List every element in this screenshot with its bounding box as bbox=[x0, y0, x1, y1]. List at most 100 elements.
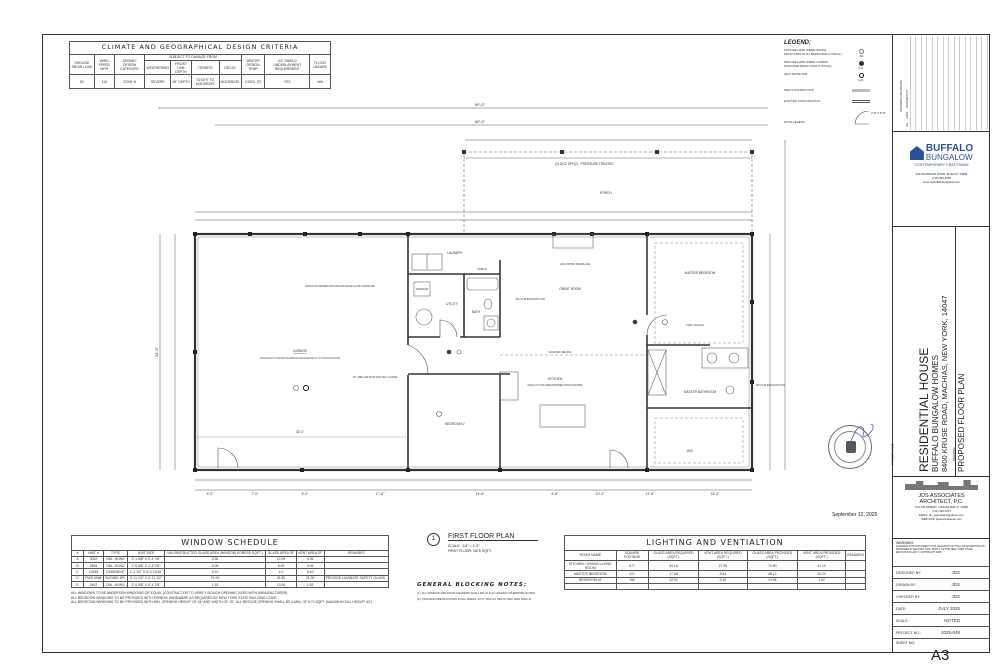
table-cell bbox=[323, 580, 390, 589]
lighting-header: VENT AREA PROVIDED (SQFT.) bbox=[796, 549, 847, 561]
table-cell: PROVIDE LAMINATE SAFETY GLASS bbox=[323, 574, 390, 582]
table-cell bbox=[698, 582, 748, 591]
lighting-header: REMARKS bbox=[845, 549, 866, 561]
kitchen-note: KITCHEN LAYOUT TO BE COORDINATED BETWEEN… bbox=[528, 383, 583, 387]
table-cell bbox=[845, 582, 866, 591]
table-cell: 8.84 bbox=[698, 570, 748, 578]
table-cell: 3'-5 5/8" X 5'-4 7/8" bbox=[126, 580, 165, 589]
field-value: NOTED bbox=[944, 618, 960, 623]
room-label-linens: LINENS bbox=[477, 267, 487, 271]
window-tag: A bbox=[71, 555, 84, 564]
blocking-note: (1.) ALL WINDOW AND DOOR HEADERS SHALL B… bbox=[417, 591, 536, 595]
fireplace-label: GAS OR BIO FIREPLACE bbox=[560, 262, 591, 266]
wall-posts bbox=[193, 232, 754, 472]
lighting-header: SQUARE FOOTAGE bbox=[615, 549, 649, 561]
table-cell: 54.16 bbox=[647, 559, 700, 572]
sheet-label: SHEET NO. bbox=[896, 641, 916, 645]
window-schedule-title: WINDOW SCHEDULE bbox=[71, 535, 389, 551]
table-cell: 12.09 bbox=[265, 555, 297, 564]
legend-label: EXISTING CONSTRUCTION bbox=[784, 98, 821, 103]
legend-title: LEGEND: bbox=[784, 40, 811, 46]
climate-value: 48" DEPTH bbox=[170, 74, 192, 90]
project-client: BUFFALO BUNGALOW HOMES bbox=[931, 355, 940, 472]
climate-value: MODERATE bbox=[218, 74, 242, 90]
window-note: ALL WINDOWS TO BE ANDERSEN WINDOWS OR EQ… bbox=[71, 591, 288, 596]
dim: 10'-3" bbox=[596, 492, 606, 496]
window-tag: E bbox=[71, 580, 84, 589]
toilet bbox=[483, 298, 493, 310]
logo-text: BUNGALOW bbox=[925, 153, 973, 162]
window-schedule-header: REMARKS bbox=[323, 549, 390, 557]
field-value: JDS bbox=[951, 594, 960, 599]
interior-walls bbox=[407, 236, 752, 468]
lighting-header: GLASS AREA PROVIDED (SQFT.) bbox=[746, 549, 798, 561]
water-heater bbox=[415, 308, 433, 326]
climate-header: FROST LINE DEPTH bbox=[170, 60, 192, 76]
vaulted-ceiling-label: VAULTED CEILING bbox=[549, 350, 572, 354]
exhaust-fan-label: 100 CFM EXHAUST FAN bbox=[515, 297, 544, 301]
title-block: DRAWING REVISIONS NO. DATE DESCRIPTION B… bbox=[890, 34, 990, 664]
table-cell: 26.20 bbox=[796, 570, 847, 578]
table-cell bbox=[845, 576, 866, 584]
house-logo-icon bbox=[909, 146, 924, 160]
bathtub bbox=[466, 277, 499, 291]
climate-value: 4 DEG. (F) bbox=[240, 74, 266, 90]
room-label-wic: WIC bbox=[687, 449, 694, 453]
table-cell: 27.08 bbox=[698, 559, 748, 572]
detectors bbox=[293, 319, 668, 417]
field-label: SCALE: bbox=[896, 618, 909, 623]
legend-label: PROVIDE HARD WIRED SMOKE DETECTORS IN AL… bbox=[784, 48, 842, 56]
fire-door-note: 1/2" LABEL FIRE DOOR WITH SELF CLOSURE bbox=[353, 375, 398, 379]
title-block-field: DATE:JULY 2025 bbox=[893, 603, 990, 615]
porch-label: PORCH bbox=[600, 191, 612, 195]
porch-beam-label: (3) 2x12 SPF(2) - PRESSURE TREATED bbox=[555, 162, 614, 166]
plan-scale: SCALE : 1/4" = 1'-0" bbox=[448, 544, 480, 548]
plan-area: FIRST FLOOR: 1676 SQFT. bbox=[448, 549, 492, 553]
lighting-title: LIGHTING AND VENTIALTION bbox=[564, 535, 866, 551]
dimension-lines bbox=[158, 107, 786, 491]
sheet-border bbox=[42, 34, 990, 653]
room-label-master-bedroom: MASTER BEDROOM bbox=[685, 271, 716, 275]
room-label-bath: BATH bbox=[472, 310, 481, 314]
table-cell bbox=[323, 568, 390, 576]
plan-number-circle: 1 bbox=[427, 533, 440, 546]
fixtures bbox=[411, 233, 749, 428]
company-web: www.mybuffalobungalow.com bbox=[923, 180, 960, 184]
table-cell: DBL. HUNG bbox=[102, 580, 128, 589]
window-schedule-header: # bbox=[71, 549, 84, 557]
project-title: RESIDENTIAL HOUSE bbox=[917, 347, 931, 472]
blocking-note: (2.) PROVIDE FIRE BLOCKING IN ALL AREAS,… bbox=[417, 596, 532, 601]
revision-col-no: NO. bbox=[906, 122, 909, 127]
architect-email: EMAIL: jds_associates@yahoo.com bbox=[919, 513, 964, 517]
climate-header: DECAY bbox=[218, 60, 242, 76]
sheet-number-block: SHEET NO. A3 bbox=[893, 639, 990, 669]
architect-phone: (716) 392-6747 bbox=[931, 509, 952, 513]
company-address: 549 WHISPEAR ROAD, ELMA NY 14059 bbox=[915, 172, 968, 176]
toilet bbox=[725, 385, 735, 395]
dim: 5'-0" bbox=[207, 492, 215, 496]
table-cell bbox=[323, 562, 390, 570]
room-label-laundry: LAUNDRY bbox=[447, 251, 463, 255]
kitchen-island bbox=[539, 404, 586, 428]
table-cell: 1.52 bbox=[295, 580, 325, 589]
drawing-date: September 12, 2025 bbox=[832, 512, 878, 518]
company-logo-block: BUFFALO BUNGALOW CONTEMPORARY CRAFTSMAN … bbox=[893, 132, 990, 227]
room-label-great-room: GREAT ROOM bbox=[559, 287, 581, 291]
table-cell: 74.60 bbox=[746, 559, 798, 572]
room-label-utility: UTILITY bbox=[446, 302, 459, 306]
architect-block: JDS ASSOCIATES ARCHITECT, P.C. 6 PLUM ST… bbox=[893, 477, 990, 539]
architect-web: WEB SITE: jdsassociatespc.com bbox=[921, 517, 962, 521]
dim: 7'-0" bbox=[252, 492, 260, 496]
lighting-header: VENT AREA REQUIRED (SQFT.) bbox=[698, 549, 748, 561]
dim: 17'-6" bbox=[376, 492, 386, 496]
legend-label: DOOR LEGEND bbox=[784, 120, 805, 125]
co-detector-icon: C.O. bbox=[858, 61, 864, 73]
architect-address: 6 PLUM STREET, LANCASTER NY 14086 bbox=[914, 505, 969, 509]
warning-block: WARNING: ALTERING THIS DOCUMENT IS IN VI… bbox=[893, 539, 990, 567]
sheet-title: PROPOSED FLOOR PLAN bbox=[957, 373, 966, 472]
lighting-header: GLASS AREA REQUIRED (SQFT.) bbox=[647, 549, 700, 561]
